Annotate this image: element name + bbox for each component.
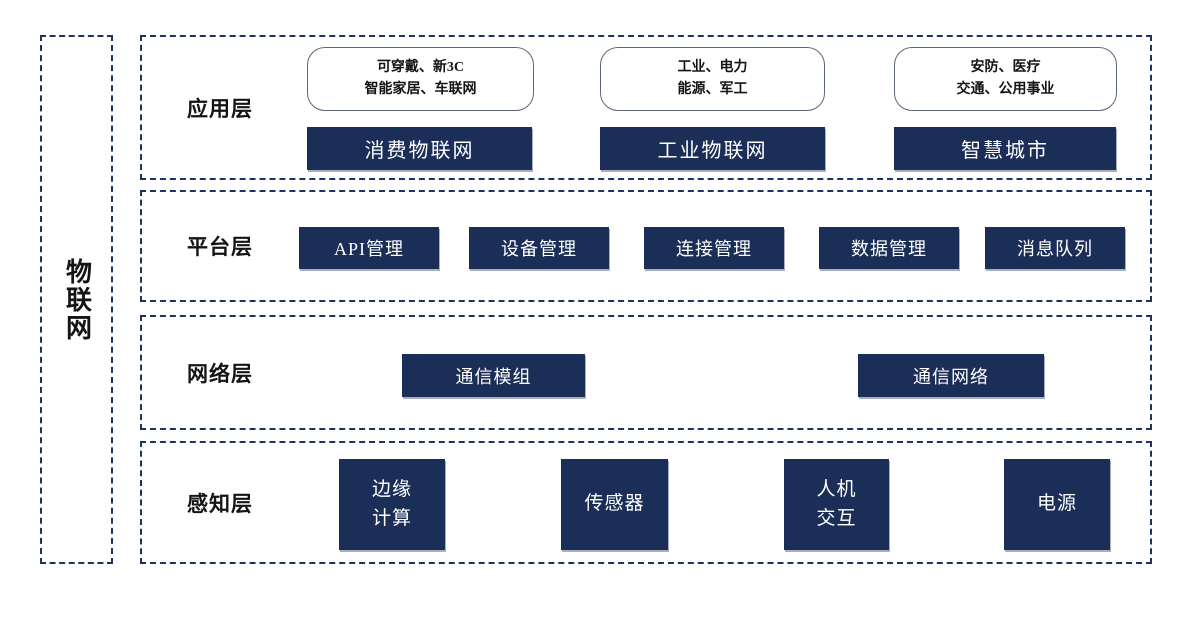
layer-network-label: 网络层 (187, 361, 253, 386)
iot-root-label: 物联网 (62, 257, 92, 342)
layer-application-label: 应用层 (187, 96, 253, 121)
box-data-management: 数据管理 (819, 227, 959, 269)
bubble-industrial-segments: 工业、电力 能源、军工 (600, 47, 825, 111)
box-smart-city: 智慧城市 (894, 127, 1116, 170)
bubble-city-segments: 安防、医疗 交通、公用事业 (894, 47, 1117, 111)
box-sensor: 传感器 (561, 459, 668, 550)
box-connection-management: 连接管理 (644, 227, 784, 269)
layer-application: 应用层 可穿戴、新3C 智能家居、车联网 工业、电力 能源、军工 安防、医疗 交… (140, 35, 1152, 180)
bubble-consumer-segments: 可穿戴、新3C 智能家居、车联网 (307, 47, 534, 111)
iot-root-box: 物联网 (40, 35, 113, 564)
box-industrial-iot: 工业物联网 (600, 127, 825, 170)
box-power: 电源 (1004, 459, 1110, 550)
layer-platform: 平台层 API管理 设备管理 连接管理 数据管理 消息队列 (140, 190, 1152, 302)
box-comm-network: 通信网络 (858, 354, 1044, 397)
layer-platform-label: 平台层 (187, 235, 253, 259)
box-edge-computing: 边缘 计算 (339, 459, 445, 550)
layer-perception-label: 感知层 (187, 491, 253, 516)
box-hmi: 人机 交互 (784, 459, 889, 550)
box-device-management: 设备管理 (469, 227, 609, 269)
layer-perception: 感知层 边缘 计算 传感器 人机 交互 电源 (140, 441, 1152, 564)
box-api-management: API管理 (299, 227, 439, 269)
box-message-queue: 消息队列 (985, 227, 1125, 269)
box-consumer-iot: 消费物联网 (307, 127, 532, 170)
box-comm-module: 通信模组 (402, 354, 585, 397)
layer-network: 网络层 通信模组 通信网络 (140, 315, 1152, 430)
